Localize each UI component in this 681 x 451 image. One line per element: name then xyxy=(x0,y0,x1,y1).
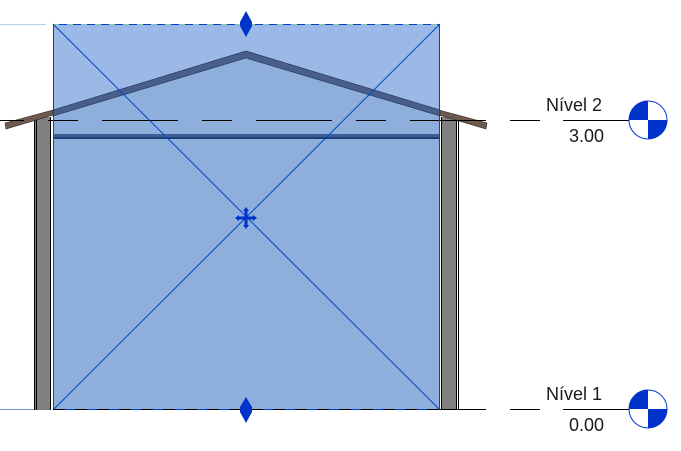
level-2-elevation[interactable]: 3.00 xyxy=(569,126,605,146)
resize-vertical-icon[interactable] xyxy=(240,397,252,423)
move-icon[interactable] xyxy=(235,207,257,229)
level-1-name[interactable]: Nível 1 xyxy=(546,384,603,404)
level-1-elevation[interactable]: 0.00 xyxy=(569,415,605,435)
level-1-head-icon[interactable] xyxy=(628,389,668,429)
beam-top xyxy=(53,134,440,137)
beam[interactable] xyxy=(53,137,440,139)
level-2-head-icon[interactable] xyxy=(628,100,668,140)
right-wall[interactable] xyxy=(441,117,459,410)
level-2-name[interactable]: Nível 2 xyxy=(546,95,603,115)
left-wall[interactable] xyxy=(34,117,52,410)
resize-vertical-icon[interactable] xyxy=(240,11,252,37)
selection-upper-region xyxy=(53,24,440,110)
